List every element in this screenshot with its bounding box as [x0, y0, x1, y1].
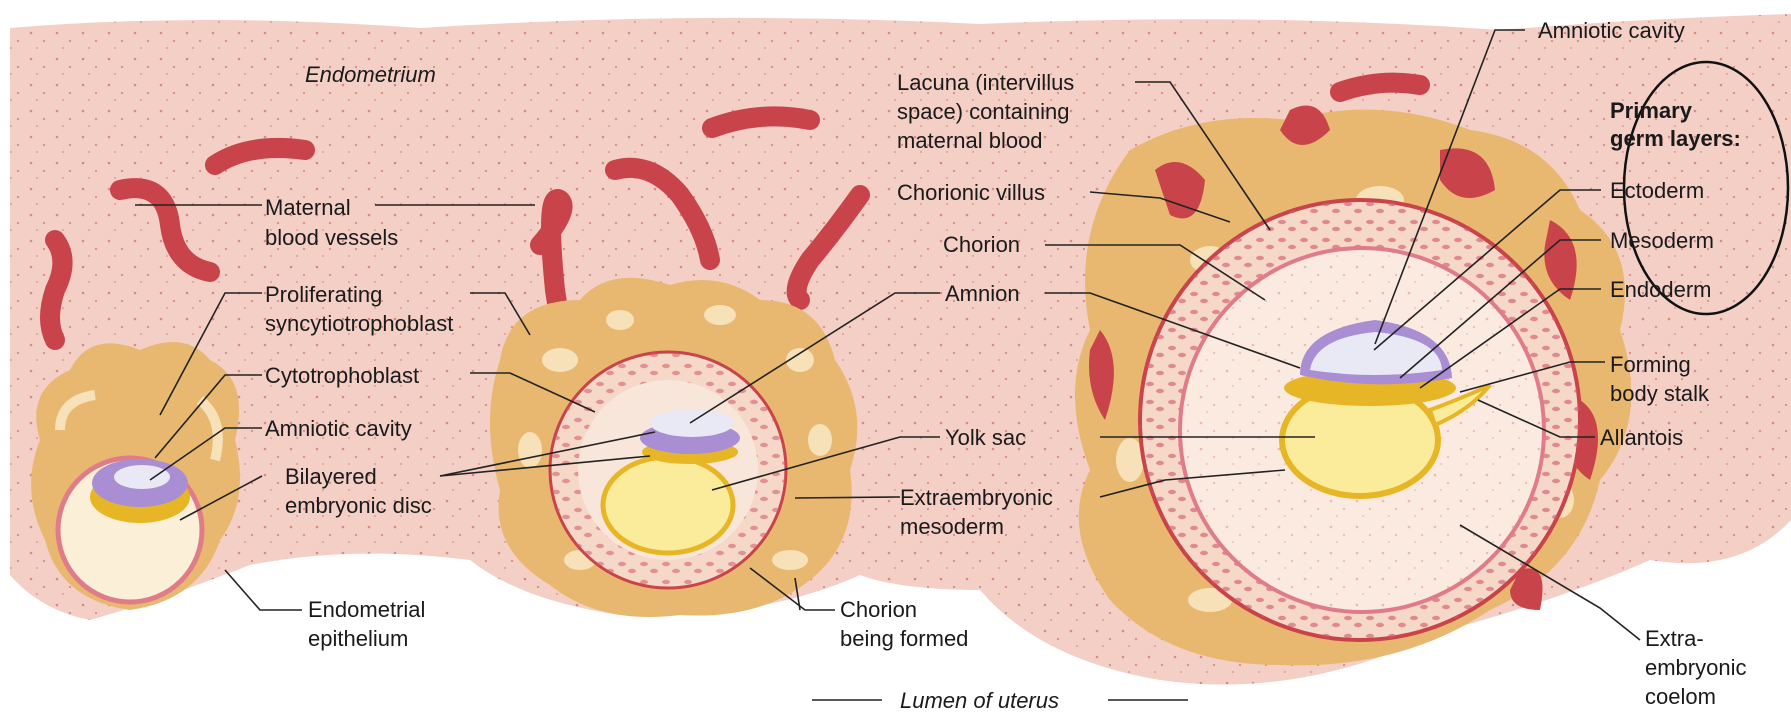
- label-lacuna-1: Lacuna (intervillus: [897, 70, 1074, 95]
- label-endometrial-epithelium-1: Endometrial: [308, 597, 425, 622]
- label-cytotrophoblast: Cytotrophoblast: [265, 363, 419, 388]
- label-extraembryonic-coelom-2: embryonic: [1645, 655, 1746, 680]
- label-extraembryonic-coelom-1: Extra-: [1645, 626, 1704, 651]
- label-forming-body-stalk-1: Forming: [1610, 352, 1691, 377]
- label-maternal-blood-vessels-2: blood vessels: [265, 225, 398, 250]
- label-extraembryonic-coelom-3: coelom: [1645, 684, 1716, 709]
- label-bilayered-embryonic-disc-2: embryonic disc: [285, 493, 432, 518]
- label-extraembryonic-mesoderm-1: Extraembryonic: [900, 485, 1053, 510]
- label-lacuna-2: space) containing: [897, 99, 1069, 124]
- label-allantois: Allantois: [1600, 425, 1683, 450]
- label-extraembryonic-mesoderm-2: mesoderm: [900, 514, 1004, 539]
- label-mesoderm: Mesoderm: [1610, 228, 1714, 253]
- label-chorion-being-formed-1: Chorion: [840, 597, 917, 622]
- label-proliferating-syncytiotrophoblast-2: syncytiotrophoblast: [265, 311, 453, 336]
- embryo-day12: [490, 278, 857, 617]
- label-yolk-sac: Yolk sac: [945, 425, 1026, 450]
- label-lacuna-3: maternal blood: [897, 128, 1043, 153]
- label-proliferating-syncytiotrophoblast-1: Proliferating: [265, 282, 382, 307]
- label-endometrial-epithelium-2: epithelium: [308, 626, 408, 651]
- label-chorion: Chorion: [943, 232, 1020, 257]
- label-primary-germ-layers-2: germ layers:: [1610, 126, 1741, 151]
- label-amniotic-cavity-left: Amniotic cavity: [265, 416, 412, 441]
- label-primary-germ-layers-1: Primary: [1610, 98, 1693, 123]
- label-ectoderm: Ectoderm: [1610, 178, 1704, 203]
- label-lumen-of-uterus: Lumen of uterus: [900, 688, 1059, 713]
- label-endoderm: Endoderm: [1610, 277, 1712, 302]
- label-chorionic-villus: Chorionic villus: [897, 180, 1045, 205]
- label-bilayered-embryonic-disc-1: Bilayered: [285, 464, 377, 489]
- label-amnion: Amnion: [945, 281, 1020, 306]
- label-forming-body-stalk-2: body stalk: [1610, 381, 1710, 406]
- label-chorion-being-formed-2: being formed: [840, 626, 968, 651]
- label-amniotic-cavity-right: Amniotic cavity: [1538, 18, 1685, 43]
- label-endometrium: Endometrium: [305, 62, 436, 87]
- label-maternal-blood-vessels-1: Maternal: [265, 195, 351, 220]
